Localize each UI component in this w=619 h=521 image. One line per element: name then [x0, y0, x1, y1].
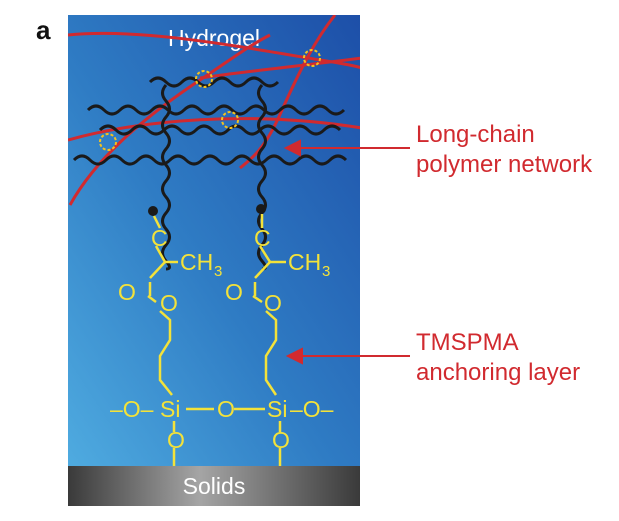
tmspma-atoms: C CH 3 O O C CH 3 O O –O– Si O Si –O– O …	[110, 225, 334, 453]
crosslink-marker-3	[221, 111, 239, 129]
silicon-right: Si	[267, 396, 287, 422]
oxygen-surface-right: O	[272, 427, 290, 453]
methyl-subscript-right: 3	[322, 263, 330, 280]
oxygen-carbonyl-left: O	[118, 279, 136, 305]
black-chain-2	[148, 76, 280, 88]
siloxane-bond-left: –O–	[110, 396, 154, 422]
network-arrow-head	[283, 139, 301, 157]
carbon-left: C	[151, 225, 168, 251]
solid-substrate	[68, 466, 360, 506]
methyl-right: CH	[288, 249, 321, 275]
red-strand-5	[68, 33, 271, 206]
oxygen-carbonyl-right: O	[225, 279, 243, 305]
methyl-subscript-left: 3	[214, 263, 222, 280]
tmspma-bonds	[147, 214, 286, 466]
bridge-oxygen: O	[217, 396, 235, 422]
oxygen-ester-left: O	[160, 290, 178, 316]
annotation-arrows	[283, 139, 410, 365]
red-strand-2	[68, 117, 360, 142]
network-label-line1: Long-chain	[416, 121, 535, 148]
anchored-chain-right	[257, 84, 267, 271]
anchor-point-right	[256, 204, 266, 214]
panel-label: a	[36, 15, 51, 45]
red-strand-3	[199, 56, 360, 80]
anchor-point-left	[148, 206, 158, 216]
black-chain-4	[72, 154, 348, 166]
silicon-left: Si	[160, 396, 180, 422]
crosslink-marker-4	[99, 133, 117, 151]
anchor-label-line1: TMSPMA	[416, 329, 519, 356]
anchor-label-line2: anchoring layer	[416, 359, 580, 386]
black-chain-1	[86, 104, 346, 116]
solids-label: Solids	[183, 473, 246, 499]
crosslink-markers	[99, 49, 321, 151]
crosslink-marker-1	[195, 70, 213, 88]
oxygen-ester-right: O	[264, 290, 282, 316]
crosslink-marker-2	[303, 49, 321, 67]
oxygen-surface-left: O	[167, 427, 185, 453]
carbon-right: C	[254, 225, 271, 251]
black-chain-3	[98, 124, 342, 136]
anchored-chain-left	[161, 84, 171, 271]
network-label-line2: polymer network	[416, 151, 593, 178]
methyl-left: CH	[180, 249, 213, 275]
anchor-arrow-head	[285, 347, 303, 365]
siloxane-bond-right: –O–	[290, 396, 334, 422]
red-strand-1	[68, 31, 360, 70]
hydrogel-region	[68, 15, 360, 466]
black-network-chains	[72, 76, 348, 271]
